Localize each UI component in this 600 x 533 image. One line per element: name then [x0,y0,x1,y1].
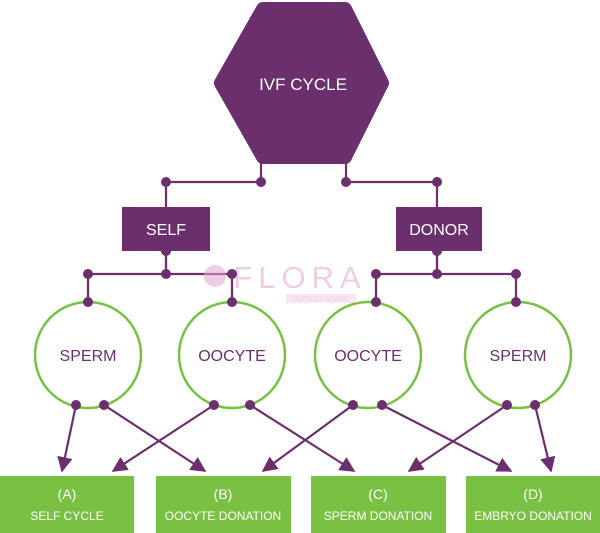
watermark-tagline: FERTILITY CENTRE [293,297,349,303]
outcome-c-label: SPERM DONATION [324,509,432,523]
flora-logo-icon [204,265,226,287]
self-sperm-node: SPERM [33,300,143,410]
donor-oocyte-node: OOCYTE [313,300,423,410]
outcome-b-label: OOCYTE DONATION [165,509,281,523]
self-oocyte-node: OOCYTE [177,300,287,410]
self-label: SELF [146,222,186,239]
outcome-a-code: (A) [58,486,77,502]
outcome-b-code: (B) [214,486,233,502]
donor-sperm-label: SPERM [490,348,547,365]
watermark-brand: FLORA [233,260,366,295]
donor-label: DONOR [409,222,469,239]
connector-dots [71,152,540,410]
outcome-self-cycle: (A) SELF CYCLE [0,476,134,533]
outcome-sperm-donation: (C) SPERM DONATION [311,476,446,533]
self-oocyte-label: OOCYTE [198,348,266,365]
outcome-d-code: (D) [523,486,542,502]
donor-node: DONOR [396,207,482,251]
ivf-cycle-node: IVF CYCLE [214,2,389,164]
outcome-oocyte-donation: (B) OOCYTE DONATION [156,476,291,533]
connector-lines [57,157,556,473]
donor-sperm-node: SPERM [463,300,573,410]
outcome-d-label: EMBRYO DONATION [474,509,592,523]
outcome-a-label: SELF CYCLE [30,509,103,523]
self-node: SELF [122,207,210,251]
donor-oocyte-label: OOCYTE [334,348,402,365]
self-sperm-label: SPERM [60,348,117,365]
flora-watermark: FLORA FERTILITY CENTRE [204,260,366,303]
outcome-c-code: (C) [368,486,387,502]
outcome-embryo-donation: (D) EMBRYO DONATION [466,476,600,533]
ivf-cycle-label: IVF CYCLE [259,75,347,94]
